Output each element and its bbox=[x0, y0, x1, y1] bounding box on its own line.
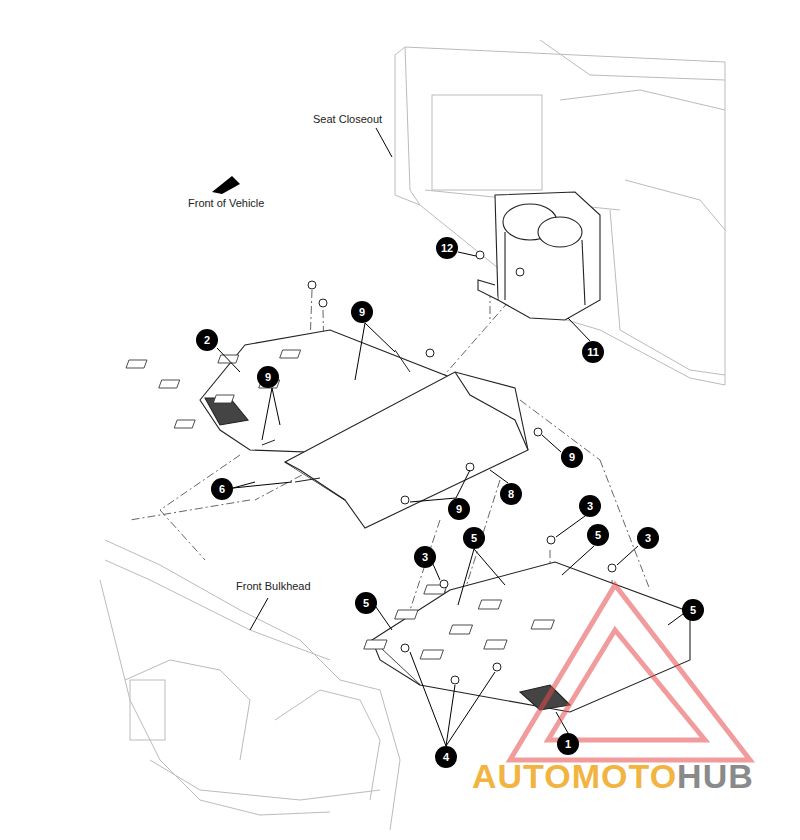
callout-number: 3 bbox=[414, 546, 436, 568]
watermark: AUTOMOTO bbox=[472, 758, 677, 795]
callout-text: 4 bbox=[443, 752, 449, 763]
callout-number: 6 bbox=[211, 478, 233, 500]
callout-number: 9 bbox=[448, 498, 470, 520]
callout-number: 9 bbox=[351, 301, 373, 323]
watermark: HUB bbox=[677, 758, 754, 795]
part-name: Front Bulkhead bbox=[236, 580, 311, 592]
callout-number: 5 bbox=[682, 599, 704, 621]
callout-text: 9 bbox=[359, 307, 365, 318]
callout-number: 11 bbox=[582, 341, 604, 363]
callout-text: 9 bbox=[456, 504, 462, 515]
callout-text: 9 bbox=[569, 452, 575, 463]
callout-number: 5 bbox=[463, 527, 485, 549]
callout-number: 9 bbox=[561, 446, 583, 468]
callout-text: 5 bbox=[690, 605, 696, 616]
callout-text: 5 bbox=[363, 598, 369, 609]
callout-text: 1 bbox=[565, 739, 571, 750]
callout-number: 5 bbox=[587, 524, 609, 546]
callout-text: 9 bbox=[265, 372, 271, 383]
callout-text: 6 bbox=[219, 484, 225, 495]
callout-text: 5 bbox=[595, 530, 601, 541]
callout-number: 8 bbox=[500, 483, 522, 505]
callout-text: 2 bbox=[204, 335, 210, 346]
callout-text: 3 bbox=[422, 552, 428, 563]
callout-number: 12 bbox=[436, 237, 458, 259]
callout-number: 2 bbox=[196, 329, 218, 351]
callout-text: 5 bbox=[471, 533, 477, 544]
callout-number: 9 bbox=[257, 366, 279, 388]
callout-text: 11 bbox=[587, 347, 599, 358]
part-name: Seat Closeout bbox=[313, 113, 382, 125]
callout-number: 3 bbox=[637, 527, 659, 549]
callout-number: 3 bbox=[579, 495, 601, 517]
callout-number: 1 bbox=[557, 733, 579, 755]
direction-note: Front of Vehicle bbox=[188, 197, 264, 209]
callout-text: 8 bbox=[508, 489, 514, 500]
callout-number: 5 bbox=[355, 592, 377, 614]
callout-number: 4 bbox=[435, 746, 457, 768]
callout-text: 12 bbox=[441, 243, 453, 254]
callout-text: 3 bbox=[587, 501, 593, 512]
callout-text: 3 bbox=[645, 533, 651, 544]
